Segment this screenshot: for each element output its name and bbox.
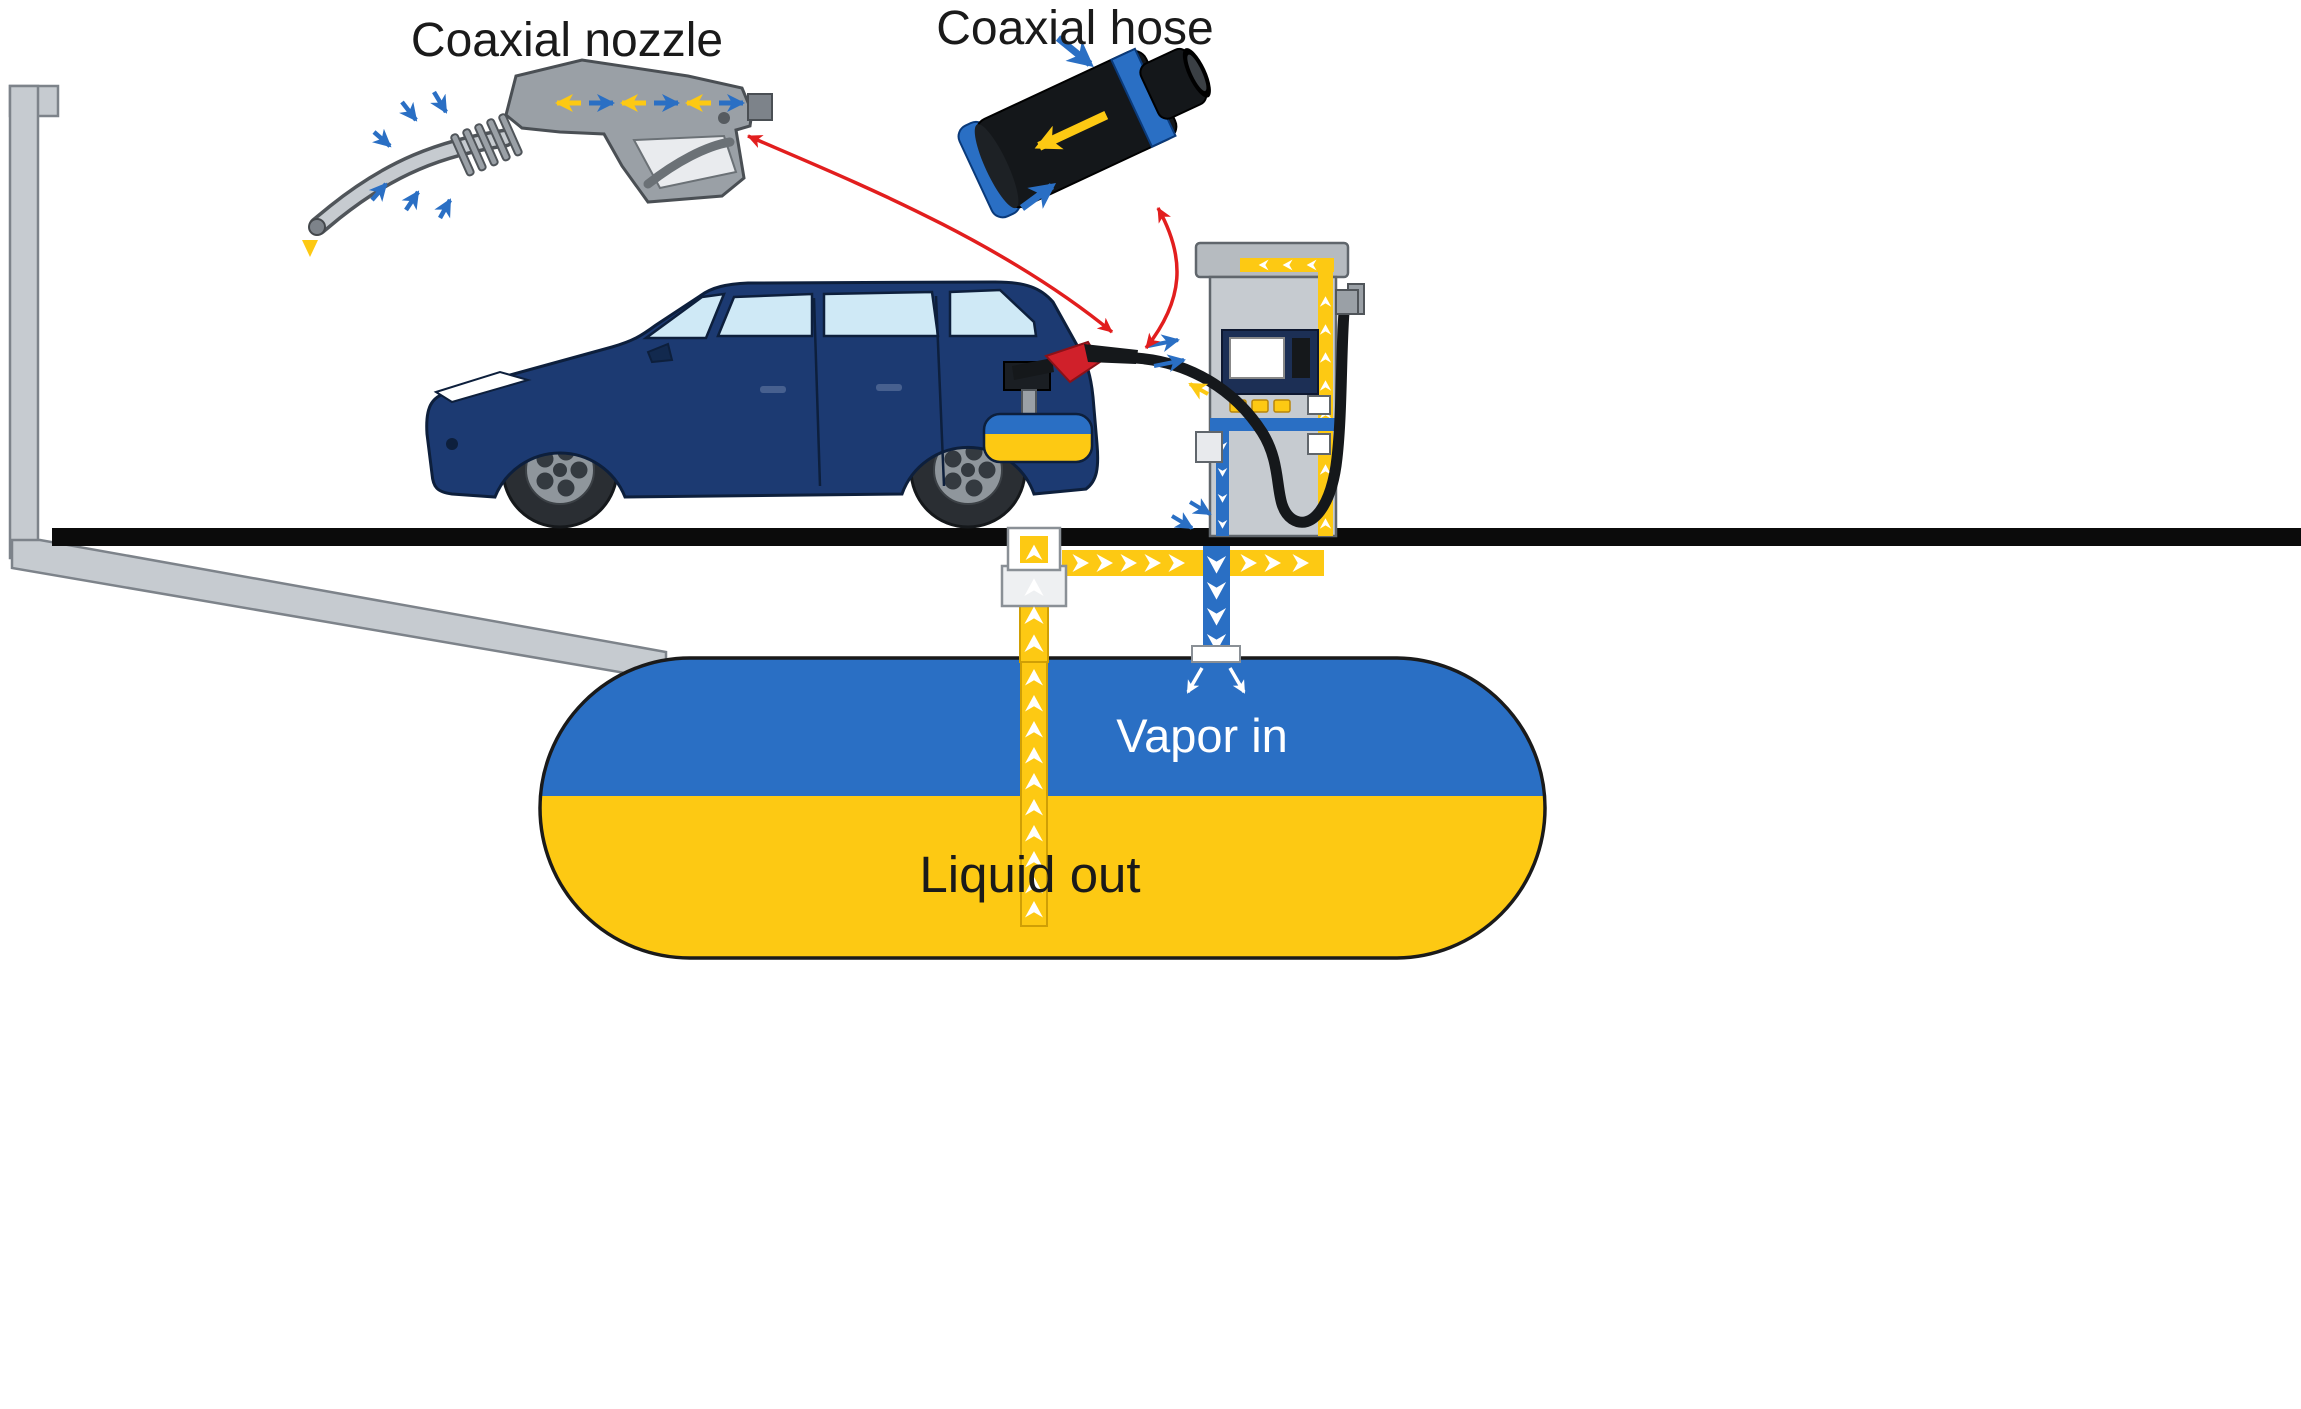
filler-neck	[1021, 389, 1037, 417]
vapor-intake-arrows	[368, 90, 452, 220]
dispenser-card-slot	[1292, 338, 1310, 378]
nozzle-callout-arrow	[747, 134, 1114, 334]
nozzle-spout	[312, 132, 511, 232]
nozzle-spout-tip	[308, 218, 326, 236]
car-fuel-tank	[982, 412, 1094, 464]
vapor-in-arrow-right	[1228, 667, 1246, 694]
tank-vapor-flange	[1191, 645, 1241, 663]
door-handle-front	[760, 386, 786, 393]
rear-door-window	[822, 290, 940, 338]
fuel-dispenser	[1194, 241, 1365, 538]
callout-arrows	[747, 134, 1179, 350]
trigger-lever	[643, 137, 735, 189]
vapor-boot-ribs	[450, 113, 523, 177]
storage-tank: Vapor in Liquid out	[538, 656, 1547, 960]
dispenser-button-3	[1273, 399, 1291, 413]
underground-liquid-pipe	[1062, 550, 1324, 576]
hose-connector	[1335, 289, 1359, 315]
underground-vapor-pipe	[1186, 546, 1246, 694]
hose-callout-arrow	[1144, 207, 1179, 350]
liquid-pipe-horizontal	[1062, 550, 1324, 576]
dispenser-blue-stripe	[1210, 418, 1336, 431]
dispenser-white-box-lower	[1307, 433, 1331, 455]
vapor-in-label: Vapor in	[1116, 709, 1288, 762]
fill-port	[1006, 526, 1062, 572]
windshield	[642, 292, 726, 340]
vapor-in-arrow-left	[1186, 667, 1204, 694]
hose-inner-tube-bore	[1187, 54, 1207, 92]
door-handle-rear	[876, 384, 902, 391]
car	[425, 280, 1100, 529]
coaxial-hose-label: Coaxial hose	[936, 2, 1214, 55]
liquid-out-label: Liquid out	[919, 846, 1140, 903]
front-door-window	[716, 292, 814, 338]
fuel-drip	[302, 240, 318, 257]
fog-light	[446, 438, 458, 450]
nozzle-spout-in-port	[1012, 358, 1054, 380]
side-mirror	[646, 342, 674, 364]
headlight	[433, 370, 532, 404]
nozzle-body	[1084, 344, 1138, 364]
nozzle-illustration-body	[504, 58, 754, 204]
vapor-arrow-top	[1055, 35, 1094, 68]
refueling-nozzle	[1012, 340, 1138, 384]
dispenser-button-2	[1251, 399, 1269, 413]
nozzle-holster	[1195, 431, 1223, 463]
coaxial-hose	[1130, 306, 1350, 528]
trigger-pivot	[718, 112, 730, 124]
nozzle-hose-stub	[747, 93, 773, 121]
dispenser-white-box-upper	[1307, 395, 1331, 415]
coaxial-nozzle-label: Coaxial nozzle	[411, 14, 723, 67]
ground-line	[52, 528, 2301, 546]
dispenser-display	[1229, 337, 1285, 379]
tank-outline	[538, 656, 1547, 960]
nozzle-illustration: Coaxial nozzle	[302, 14, 773, 257]
hose-illustration: Coaxial hose	[936, 2, 1214, 219]
vent-pipe-riser	[8, 84, 40, 560]
tank-riser	[1000, 564, 1068, 663]
vent-pipe-slope	[10, 538, 668, 682]
